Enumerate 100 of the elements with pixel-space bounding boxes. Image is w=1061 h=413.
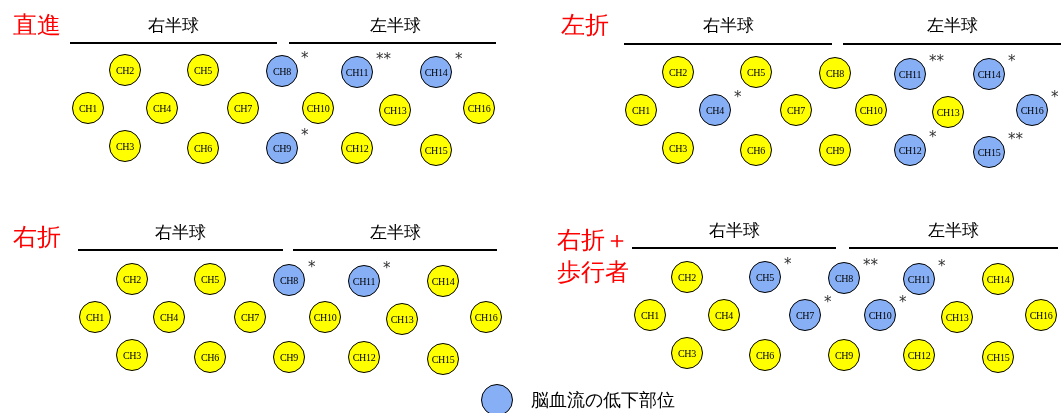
channel-circle (116, 263, 148, 295)
channel-label: CH5 (201, 273, 219, 285)
channel-label: CH8 (273, 65, 291, 77)
channel-circle (699, 94, 731, 126)
significance-mark: * (824, 295, 832, 310)
channel-label: CH12 (352, 351, 376, 363)
channel-label: CH14 (424, 66, 448, 78)
channel-circle (789, 299, 821, 331)
channel-circle (273, 264, 305, 296)
channel-label: CH10 (313, 311, 337, 323)
significance-mark: ** (376, 52, 391, 67)
channel-label: CH16 (1029, 309, 1053, 321)
channel-label: CH5 (194, 64, 212, 76)
channel-label: CH10 (868, 309, 892, 321)
condition-title: 右折＋歩行者 (556, 225, 630, 289)
channel-label: CH15 (431, 353, 455, 365)
channel-label: CH8 (280, 274, 298, 286)
channel-label: CH8 (835, 272, 853, 284)
channel-circle (470, 301, 502, 333)
channel-circle (146, 92, 178, 124)
channel-label: CH6 (194, 142, 212, 154)
channel-circle (116, 339, 148, 371)
channel-circle (819, 57, 851, 89)
channel-label: CH8 (826, 67, 844, 79)
channel-label: CH13 (945, 311, 969, 323)
channel-circle (153, 301, 185, 333)
significance-mark: * (899, 295, 907, 310)
channel-label: CH11 (345, 66, 369, 78)
channel-circle (932, 96, 964, 128)
significance-mark: * (455, 52, 463, 67)
channel-circle (386, 303, 418, 335)
hemisphere-heading: 左半球 (925, 17, 979, 34)
significance-mark: * (308, 260, 316, 275)
channel-label: CH11 (907, 273, 931, 285)
channel-label: CH5 (747, 66, 765, 78)
channel-label: CH7 (241, 311, 259, 323)
channel-label: CH1 (641, 309, 659, 321)
channel-label: CH4 (706, 104, 724, 116)
channel-label: CH13 (936, 106, 960, 118)
channel-circle (740, 134, 772, 166)
channel-label: CH9 (273, 142, 291, 154)
channel-circle (187, 132, 219, 164)
channel-circle (341, 132, 373, 164)
significance-mark: ** (863, 258, 878, 273)
channel-circle (379, 94, 411, 126)
channel-circle (420, 134, 452, 166)
channel-circle (302, 92, 334, 124)
channel-label: CH3 (123, 349, 141, 361)
channel-label: CH13 (390, 313, 414, 325)
channel-label: CH16 (467, 102, 491, 114)
channel-circle (894, 58, 926, 90)
channel-label: CH7 (787, 104, 805, 116)
channel-circle (780, 94, 812, 126)
channel-circle (625, 94, 657, 126)
channel-circle (266, 132, 298, 164)
channel-circle (749, 261, 781, 293)
channel-circle (227, 92, 259, 124)
channel-label: CH6 (756, 349, 774, 361)
channel-label: CH2 (116, 64, 134, 76)
channel-label: CH12 (907, 349, 931, 361)
channel-label: CH7 (234, 102, 252, 114)
significance-mark: ** (929, 54, 944, 69)
channel-circle (72, 92, 104, 124)
channel-circle (855, 94, 887, 126)
channel-circle (348, 341, 380, 373)
channel-label: CH11 (898, 68, 922, 80)
significance-mark: * (734, 90, 742, 105)
channel-label: CH15 (977, 146, 1001, 158)
channel-circle (662, 132, 694, 164)
channel-circle (941, 301, 973, 333)
channel-circle (973, 136, 1005, 168)
channel-label: CH2 (669, 66, 687, 78)
channel-label: CH4 (715, 309, 733, 321)
channel-label: CH3 (669, 142, 687, 154)
channel-label: CH1 (86, 311, 104, 323)
hemisphere-heading: 右半球 (707, 222, 761, 239)
hemisphere-heading: 右半球 (153, 224, 207, 241)
channel-circle (903, 263, 935, 295)
hemisphere-heading: 右半球 (701, 17, 755, 34)
channel-label: CH9 (835, 349, 853, 361)
channel-label: CH14 (431, 275, 455, 287)
significance-mark: * (938, 259, 946, 274)
channel-label: CH4 (153, 102, 171, 114)
channel-label: CH4 (160, 311, 178, 323)
legend-text: 脳血流の低下部位 (531, 388, 675, 412)
channel-label: CH15 (986, 351, 1010, 363)
channel-circle (309, 301, 341, 333)
significance-mark: * (1051, 90, 1059, 105)
channel-label: CH15 (424, 144, 448, 156)
channel-label: CH16 (474, 311, 498, 323)
channel-circle (864, 299, 896, 331)
channel-circle (463, 92, 495, 124)
channel-circle (749, 339, 781, 371)
channel-circle (903, 339, 935, 371)
channel-circle (427, 265, 459, 297)
channel-circle (109, 130, 141, 162)
channel-label: CH12 (345, 142, 369, 154)
significance-mark: ** (1008, 132, 1023, 147)
channel-label: CH12 (898, 144, 922, 156)
channel-circle (828, 339, 860, 371)
